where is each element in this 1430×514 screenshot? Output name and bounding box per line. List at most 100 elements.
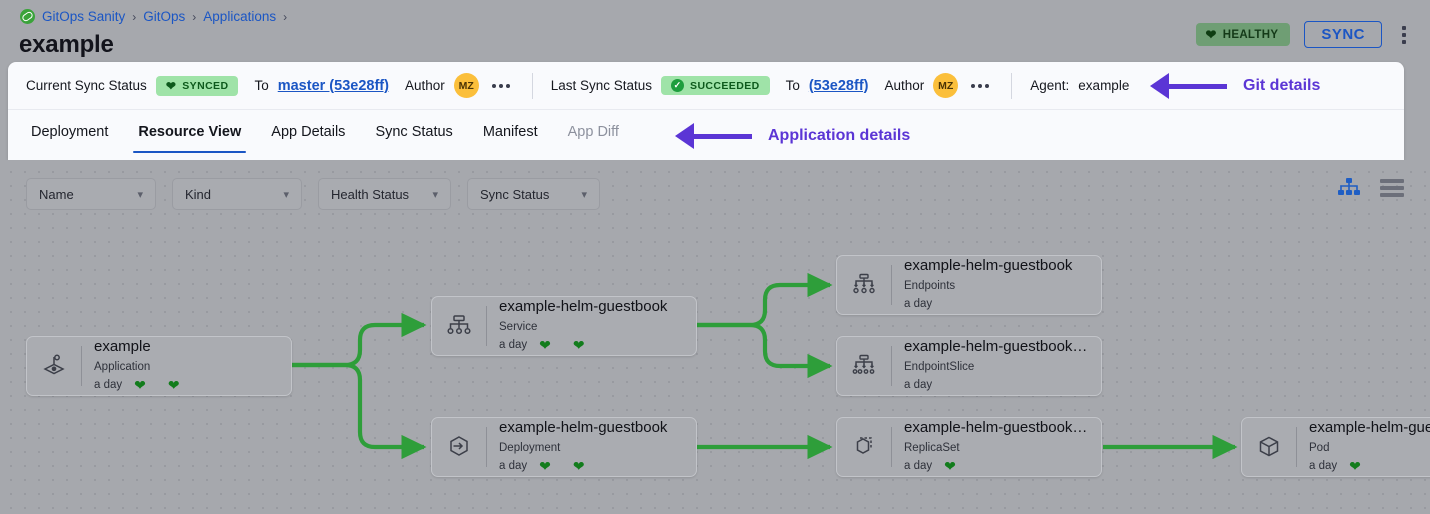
node-age: a day — [499, 460, 528, 473]
page-header: GitOps Sanity › GitOps › Applications › … — [0, 0, 1430, 64]
arrow-left-icon — [675, 123, 752, 149]
node-meta: a day ❤ ❤ — [499, 457, 686, 475]
divider — [891, 346, 892, 386]
header-actions: ❤ HEALTHY SYNC — [1195, 21, 1412, 48]
sync-button[interactable]: SYNC — [1304, 21, 1382, 48]
node-name: example-helm-guestbook — [904, 257, 1073, 275]
tab-app-details[interactable]: App Details — [271, 124, 346, 140]
filter-health-status-label: Health Status — [331, 186, 410, 202]
graph-node-application[interactable]: example Application a day ❤ ❤ — [26, 336, 292, 396]
last-sync-status-badge: ✓ SUCCEEDED — [661, 76, 770, 95]
heart-icon: ❤ — [1205, 27, 1217, 42]
resource-graph-canvas[interactable]: Name ▾ Kind ▾ Health Status ▾ Sync Statu… — [0, 160, 1430, 514]
health-heart-icon: ❤ — [1349, 458, 1361, 475]
current-sync-status-group: Current Sync Status ❤ SYNCED — [18, 75, 246, 96]
last-to-label: To — [785, 78, 800, 93]
breadcrumb-item-gitops-sanity[interactable]: GitOps Sanity — [42, 9, 126, 24]
breadcrumb-item-applications[interactable]: Applications — [203, 9, 277, 24]
node-body: example-helm-guestbook Deployment a day … — [487, 418, 696, 475]
chevron-down-icon: ▾ — [432, 188, 438, 201]
filter-name[interactable]: Name ▾ — [26, 178, 156, 210]
current-sync-status-badge: ❤ SYNCED — [155, 75, 239, 96]
agent-group: Agent: example — [1022, 78, 1137, 93]
filter-health-status[interactable]: Health Status ▾ — [318, 178, 451, 210]
health-heart-icon: ❤ — [539, 458, 551, 475]
last-sync-more-icon[interactable] — [967, 80, 993, 92]
graph-node-endpointslice[interactable]: example-helm-guestbook-ct... EndpointSli… — [836, 336, 1102, 396]
divider — [1011, 72, 1013, 99]
node-body: example-helm-guestbook-ct... EndpointSli… — [892, 337, 1101, 394]
node-age: a day — [904, 298, 933, 311]
node-kind: Application — [94, 360, 151, 373]
arrow-left-icon — [1150, 73, 1227, 99]
current-sync-more-icon[interactable] — [488, 80, 514, 92]
last-revision-link[interactable]: (53e28ff) — [808, 77, 869, 94]
node-body: example-helm-guestbook Service a day ❤ ❤ — [487, 297, 696, 354]
last-sync-status-value: SUCCEEDED — [690, 79, 760, 92]
node-body: example-helm-guest Pod a day ❤ — [1297, 418, 1430, 475]
endpointslice-icon — [837, 354, 891, 378]
tree-view-icon[interactable] — [1338, 178, 1360, 198]
breadcrumb-item-gitops[interactable]: GitOps — [143, 9, 186, 24]
node-meta: a day — [904, 376, 1091, 394]
node-kind: ReplicaSet — [904, 441, 960, 454]
last-sync-status-group: Last Sync Status ✓ SUCCEEDED — [543, 76, 778, 95]
chevron-down-icon: ▾ — [283, 188, 289, 201]
node-name: example — [94, 338, 151, 356]
tab-sync-status[interactable]: Sync Status — [375, 124, 453, 140]
health-heart-icon: ❤ — [944, 458, 956, 475]
tab-bar: Deployment Resource View App Details Syn… — [8, 110, 1404, 159]
chevron-down-icon: ▾ — [581, 188, 587, 201]
breadcrumb-separator-icon: › — [132, 9, 137, 24]
node-age: a day — [904, 460, 933, 473]
node-body: example-helm-guestbook Endpoints a day — [892, 256, 1101, 313]
node-meta: a day ❤ ❤ — [94, 376, 281, 394]
node-meta: a day ❤ — [1309, 457, 1430, 475]
filter-kind[interactable]: Kind ▾ — [172, 178, 302, 210]
node-body: example-helm-guestbook-74... ReplicaSet … — [892, 418, 1101, 475]
health-heart-icon: ❤ — [539, 337, 551, 354]
graph-node-replicaset[interactable]: example-helm-guestbook-74... ReplicaSet … — [836, 417, 1102, 477]
list-view-icon[interactable] — [1380, 179, 1404, 197]
avatar[interactable]: MZ — [453, 73, 479, 98]
agent-label: Agent: — [1030, 78, 1070, 93]
node-meta: a day ❤ ❤ — [499, 336, 686, 354]
tab-app-diff[interactable]: App Diff — [567, 124, 619, 140]
chevron-down-icon: ▾ — [137, 188, 143, 201]
node-kind: Endpoints — [904, 279, 956, 292]
tab-deployment[interactable]: Deployment — [31, 124, 109, 140]
graph-node-service[interactable]: example-helm-guestbook Service a day ❤ ❤ — [431, 296, 697, 356]
agent-value: example — [1078, 78, 1130, 93]
divider — [81, 346, 82, 386]
node-name: example-helm-guestbook-ct... — [904, 338, 1091, 356]
annotation-application-details-label: Application details — [768, 127, 911, 144]
heart-icon: ❤ — [165, 78, 177, 93]
sync-status-bar: Current Sync Status ❤ SYNCED To master (… — [8, 62, 1404, 110]
node-age: a day — [94, 379, 123, 392]
breadcrumb-separator-icon: › — [283, 9, 288, 24]
sync-heart-icon: ❤ — [572, 337, 585, 354]
current-revision-link[interactable]: master (53e28ff) — [277, 77, 389, 94]
more-vertical-icon[interactable] — [1396, 24, 1412, 46]
filter-sync-status[interactable]: Sync Status ▾ — [467, 178, 600, 210]
current-sync-status-label: Current Sync Status — [26, 78, 147, 93]
sync-heart-icon: ❤ — [167, 377, 180, 394]
node-kind: EndpointSlice — [904, 360, 975, 373]
tab-resource-view[interactable]: Resource View — [123, 110, 256, 153]
view-toggle — [1338, 178, 1404, 198]
node-meta: a day ❤ — [904, 457, 1091, 475]
annotation-application-details: Application details — [675, 123, 910, 149]
health-badge-label: HEALTHY — [1222, 28, 1279, 41]
divider — [1296, 427, 1297, 467]
last-author-group: Author MZ — [876, 73, 1001, 98]
details-panel: Current Sync Status ❤ SYNCED To master (… — [8, 62, 1404, 160]
service-icon — [432, 314, 486, 338]
divider — [891, 427, 892, 467]
graph-node-deployment[interactable]: example-helm-guestbook Deployment a day … — [431, 417, 697, 477]
graph-node-endpoints[interactable]: example-helm-guestbook Endpoints a day — [836, 255, 1102, 315]
tab-manifest[interactable]: Manifest — [482, 124, 538, 140]
node-body: example Application a day ❤ ❤ — [82, 337, 291, 394]
graph-node-pod[interactable]: example-helm-guest Pod a day ❤ — [1241, 417, 1430, 477]
divider — [486, 427, 487, 467]
avatar[interactable]: MZ — [933, 73, 959, 98]
